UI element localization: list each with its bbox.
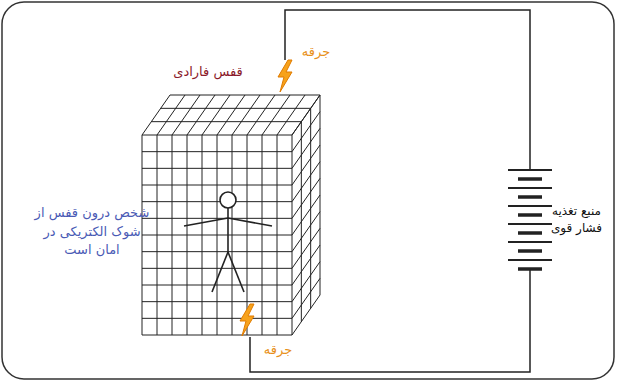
battery-plate [508,241,552,243]
cage-wire [292,112,320,152]
battery-plate [518,249,542,253]
battery-plate [518,213,542,217]
cage-wire [292,145,320,185]
cage-wire [292,278,320,318]
cage-wire [292,228,320,268]
cage-wire [277,95,305,135]
wire [285,10,530,170]
battery-plate [508,205,552,207]
cage-wire [292,128,320,168]
cage-wire [310,108,311,308]
cage-wire [292,295,320,335]
cage-wire [217,95,245,135]
cage-wire [142,251,292,252]
figure-body [227,208,229,252]
cage-wire [247,95,275,135]
cage-wire [172,95,200,135]
battery-plate [518,231,542,235]
battery-plate [508,223,552,225]
faraday-cage [142,95,320,335]
cage-wire [142,135,292,136]
cage-wire [292,178,320,218]
spark-bolt [278,60,292,92]
cage-wire [142,168,292,169]
cage-wire [142,185,292,186]
battery-plate [518,177,542,181]
cage-wire [142,151,292,152]
battery-plate [518,267,542,271]
cage-title: قفس فارادی [173,63,243,82]
spark-bolt [240,304,254,336]
figure-leg [228,252,244,292]
cage-wire [161,108,311,109]
cage-wire [142,201,292,202]
cage-wire [232,95,260,135]
cage-wire [142,301,292,302]
cage-wire [301,122,302,322]
cage-wire [142,318,292,319]
battery-symbol [508,170,552,269]
spark-label: جرقه [264,341,292,360]
cage-wire [292,95,320,135]
cage-wire [292,262,320,302]
cage-wire [142,268,292,269]
battery-plate [508,259,552,261]
cage-wire [142,95,170,135]
figure-arm [184,218,228,226]
cage-wire [142,218,292,219]
figure-arm [228,218,272,226]
cage-wire [202,95,230,135]
battery-plate [508,187,552,189]
spark-label: جرقه [302,43,330,62]
cage-wire [262,95,290,135]
cage-wire [292,245,320,285]
figure-head [220,192,236,208]
cage-wire [170,95,320,96]
person-note: شخص درون قفس از شوک الکتریکی در امان است [35,204,150,261]
cage-wire [320,95,321,295]
frame-border [2,2,614,379]
cage-wire [292,212,320,252]
cage-wire [292,195,320,235]
wire [250,269,530,372]
cage-wire [142,235,292,236]
cage-wire [142,285,292,286]
cage-wire [151,121,301,122]
cage-wire [292,162,320,202]
stick-figure [184,192,272,292]
cage-wire [292,95,320,135]
figure-leg [212,252,228,292]
cage-wire [187,95,215,135]
power-supply-label: منبع تغذیه فشار قوی [544,203,609,238]
battery-plate [518,195,542,199]
cage-wire [142,335,292,336]
battery-plate [508,169,552,171]
cage-wire [157,95,185,135]
